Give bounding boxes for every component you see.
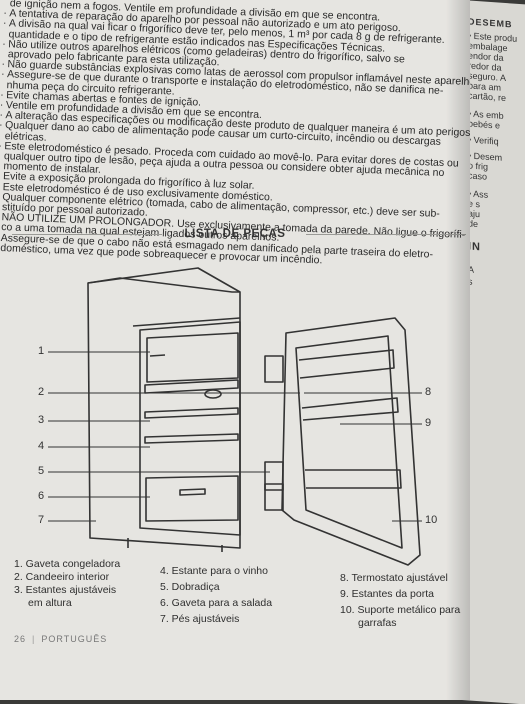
callout-lines bbox=[48, 351, 422, 522]
parts-list-col2: 4. Estante para o vinho 5. Dobradiça 6. … bbox=[160, 565, 272, 626]
part-item: 9. Estantes da porta bbox=[340, 588, 434, 600]
part-item: 6. Gaveta para a salada bbox=[160, 597, 273, 609]
callout-1: 1 bbox=[38, 345, 45, 357]
manual-page: de ignição nem a fogos. Ventile em profu… bbox=[0, 0, 470, 700]
title-rule-left bbox=[12, 234, 162, 235]
part-item: 7. Pés ajustáveis bbox=[160, 613, 240, 625]
page-footer: 26|PORTUGUÊS bbox=[14, 634, 108, 644]
part-item: 2. Candeeiro interior bbox=[14, 571, 110, 583]
part-item: 4. Estante para o vinho bbox=[160, 565, 268, 577]
facing-page-line: • Verifiq bbox=[468, 134, 499, 147]
parts-list-col3: 8. Termostato ajustável 9. Estantes da p… bbox=[340, 572, 460, 630]
callout-6: 6 bbox=[38, 490, 45, 502]
part-item: 1. Gaveta congeladora bbox=[14, 558, 121, 570]
facing-page-line: bebés e bbox=[468, 118, 501, 131]
fridge-body bbox=[87, 267, 421, 566]
footer-language: PORTUGUÊS bbox=[41, 634, 108, 644]
page-number: 26 bbox=[14, 634, 27, 644]
fridge-diagram bbox=[48, 267, 422, 566]
facing-page-line: DESEMB bbox=[468, 16, 513, 30]
callout-10: 10 bbox=[425, 514, 438, 526]
part-item: 3. Estantes ajustáveis bbox=[14, 584, 117, 596]
part-item: 10. Suporte metálico para bbox=[340, 604, 461, 616]
part-item: 5. Dobradiça bbox=[160, 581, 220, 593]
part-item: em altura bbox=[28, 597, 72, 609]
callout-5: 5 bbox=[38, 465, 45, 477]
callout-7: 7 bbox=[38, 514, 45, 526]
callout-9: 9 bbox=[425, 417, 432, 429]
facing-page-line: cartão, re bbox=[468, 90, 507, 104]
facing-page-line: caso bbox=[468, 170, 488, 182]
title-rule-right bbox=[306, 234, 466, 235]
parts-list-col1: 1. Gaveta congeladora 2. Candeeiro inter… bbox=[14, 558, 120, 610]
part-item: 8. Termostato ajustável bbox=[340, 572, 448, 584]
facing-page: DESEMB • Este produ embalage endor da re… bbox=[462, 0, 525, 704]
part-item: garrafas bbox=[358, 617, 397, 629]
callout-2: 2 bbox=[38, 386, 45, 398]
section-title: LISTA DE PEÇAS bbox=[184, 228, 286, 240]
callout-8: 8 bbox=[425, 386, 432, 398]
callout-3: 3 bbox=[38, 414, 45, 426]
callout-4: 4 bbox=[38, 440, 45, 452]
